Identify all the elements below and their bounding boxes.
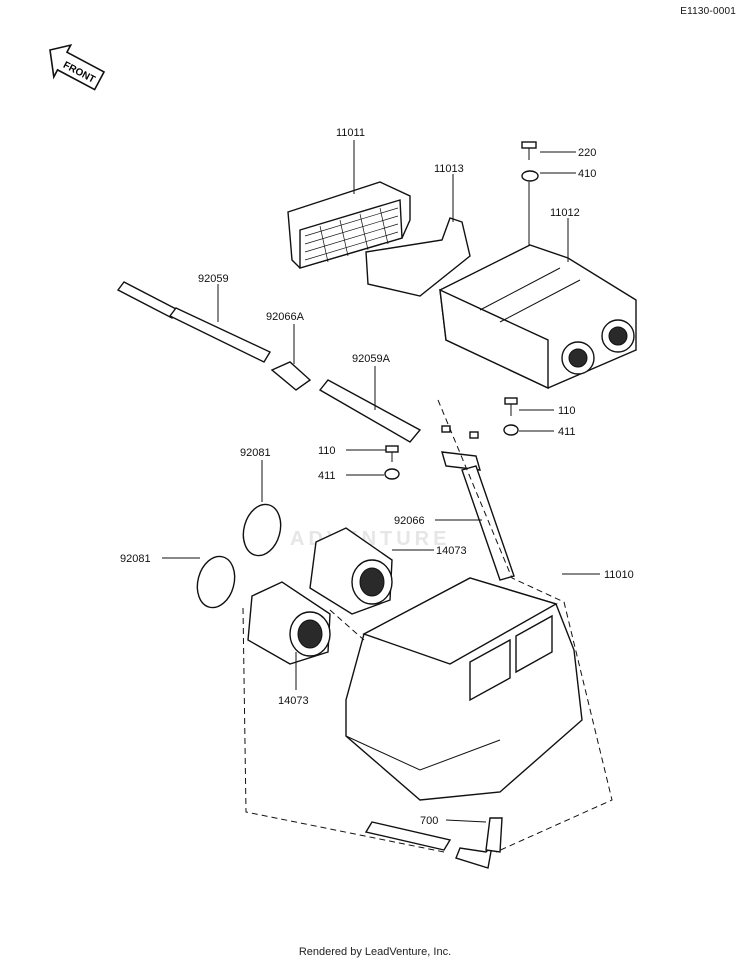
label-700: 700 <box>420 815 438 827</box>
screw-220[interactable] <box>521 141 537 160</box>
label-92081-lower: 92081 <box>120 553 151 565</box>
label-110-right: 110 <box>558 405 576 417</box>
washer-411-left[interactable] <box>384 468 400 480</box>
hose-92059[interactable] <box>116 281 271 363</box>
label-14073-lower: 14073 <box>278 695 309 707</box>
screw-pair[interactable] <box>441 425 479 439</box>
front-arrow-icon: FRONT <box>49 43 106 91</box>
clamp-92081-upper[interactable] <box>238 500 286 560</box>
duct-14073-upper[interactable] <box>309 527 393 615</box>
label-11013: 11013 <box>434 163 464 175</box>
hose-700[interactable] <box>364 817 503 869</box>
label-11012: 11012 <box>550 207 580 219</box>
label-92066A: 92066A <box>266 311 305 323</box>
label-92066: 92066 <box>394 515 425 527</box>
phantom-line-left <box>242 607 445 853</box>
bolt-110-left[interactable] <box>385 445 399 462</box>
label-14073-upper: 14073 <box>436 545 467 557</box>
label-92059: 92059 <box>198 273 229 285</box>
clamp-92081-lower[interactable] <box>192 552 240 612</box>
drain-tube-92066[interactable] <box>441 451 515 581</box>
label-92059A: 92059A <box>352 353 391 365</box>
washer-411-right[interactable] <box>503 424 519 436</box>
phantom-line-right <box>437 399 613 853</box>
phantom-line-upper <box>329 609 365 641</box>
hose-92059A[interactable] <box>318 379 422 443</box>
washer-410[interactable] <box>521 170 539 182</box>
fitting-92066A[interactable] <box>270 361 312 391</box>
label-110-left: 110 <box>318 445 336 457</box>
air-box-lower[interactable] <box>345 577 583 801</box>
filter-cover-plate[interactable] <box>365 217 471 297</box>
bolt-110-right[interactable] <box>504 397 518 416</box>
label-411-left: 411 <box>318 470 336 482</box>
duct-14073-lower[interactable] <box>247 581 331 665</box>
label-220: 220 <box>578 147 596 159</box>
air-filter-element[interactable] <box>287 181 411 269</box>
label-11011: 11011 <box>336 127 365 139</box>
label-11010: 11010 <box>604 569 634 581</box>
leader-lines <box>162 140 600 823</box>
diagram-code: E1130-0001 <box>680 6 736 17</box>
label-92081-upper: 92081 <box>240 447 271 459</box>
label-410: 410 <box>578 168 596 180</box>
label-411-right: 411 <box>558 426 576 438</box>
air-box-upper[interactable] <box>439 244 637 390</box>
footer-credit: Rendered by LeadVenture, Inc. <box>298 946 452 958</box>
